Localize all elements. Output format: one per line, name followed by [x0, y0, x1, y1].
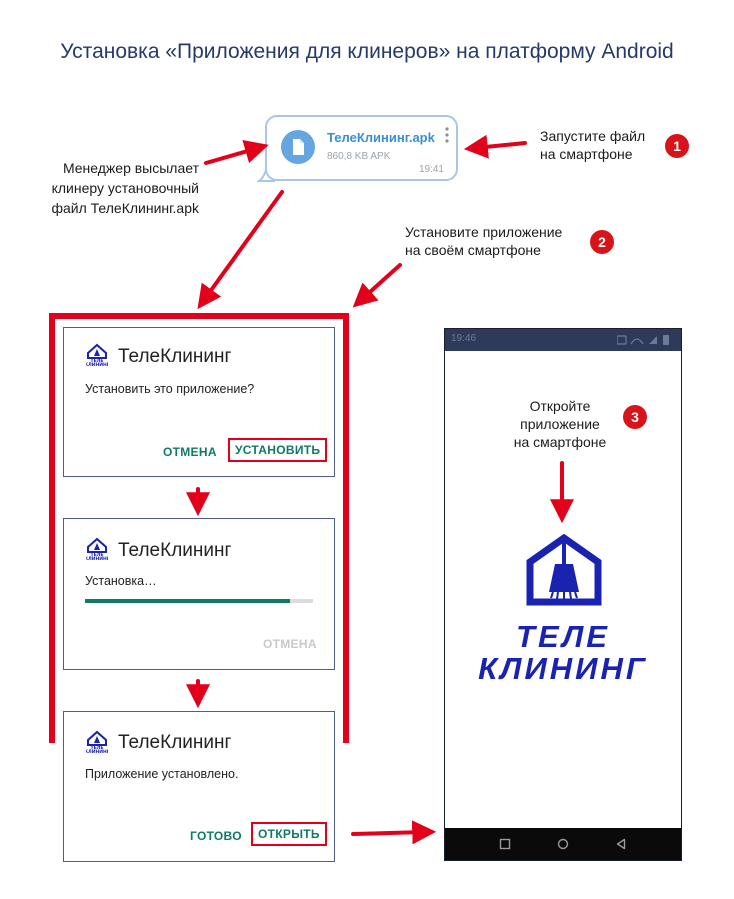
install-done-dialog: ТЕЛЕ КЛИНИНГ ТелеКлининг Приложение уста…	[63, 711, 335, 862]
cancel-button[interactable]: ОТМЕНА	[163, 445, 217, 459]
more-vert-icon[interactable]	[445, 127, 449, 143]
install-frame	[49, 313, 349, 743]
app-name: ТелеКлининг	[118, 732, 232, 753]
file-message[interactable]: ТелеКлининг.apk 860,8 KB APK 19:41	[265, 115, 458, 181]
logo-text-line1: ТЕЛЕ	[91, 358, 104, 364]
recent-apps-icon[interactable]	[499, 838, 511, 850]
file-name[interactable]: ТелеКлининг.apk	[327, 130, 435, 145]
install-button[interactable]: УСТАНОВИТЬ	[228, 438, 328, 462]
status-bar: 19:46	[445, 329, 681, 351]
page-title: Установка «Приложения для клинеров» на п…	[60, 40, 674, 63]
install-progress-bar	[85, 599, 313, 603]
arrow-done-to-phone	[351, 820, 437, 845]
manager-note: Менеджер высылает клинеру установочный ф…	[51, 160, 199, 216]
logo-line-2: КЛИНИНГ	[478, 651, 648, 686]
done-button[interactable]: ГОТОВО	[190, 829, 242, 843]
message-time: 19:41	[418, 164, 444, 175]
logo-text-line2: КЛИНИНГ	[86, 556, 108, 560]
app-logo-icon: ТЕЛЕ КЛИНИНГ	[86, 343, 108, 366]
logo-text-line2: КЛИНИНГ	[86, 362, 108, 366]
dialog-message: Установить это приложение?	[85, 382, 255, 396]
status-time: 19:46	[451, 333, 477, 344]
home-icon[interactable]	[557, 838, 569, 850]
app-name: ТелеКлининг	[118, 540, 232, 561]
step-2-badge: 2	[590, 230, 614, 254]
logo-text-line1: ТЕЛЕ	[91, 552, 104, 558]
nav-bar	[445, 828, 681, 860]
phone-screen: 19:46 Откройте приложение на смартфоне 3…	[444, 328, 682, 861]
status-icons	[617, 335, 669, 345]
file-icon	[281, 130, 315, 164]
app-name: ТелеКлининг	[118, 346, 232, 367]
back-icon[interactable]	[615, 838, 627, 850]
logo-text-line1: ТЕЛЕ	[91, 745, 104, 751]
step-1-badge: 1	[665, 134, 689, 158]
dialog-message: Приложение установлено.	[85, 767, 239, 781]
open-button[interactable]: ОТКРЫТЬ	[251, 822, 327, 846]
file-size: 860,8 KB APK	[327, 151, 391, 162]
arrow-manager-to-file	[204, 140, 269, 165]
arrow-step1-to-file	[463, 134, 527, 159]
logo-line-1: ТЕЛЕ	[516, 619, 610, 654]
install-progress-fill	[85, 599, 291, 603]
logo-text-line2: КЛИНИНГ	[86, 749, 108, 753]
step3-note: Откройте приложение на смартфоне	[513, 398, 607, 450]
app-logo-large-icon[interactable]	[525, 532, 603, 607]
arrow-file-to-install	[197, 190, 284, 310]
arrow-step2-to-install	[352, 263, 402, 308]
install-confirm-dialog: ТЕЛЕ КЛИНИНГ ТелеКлининг Установить это …	[63, 327, 335, 477]
step2-note: Установите приложение на своём смартфоне	[405, 224, 563, 258]
step1-note: Запустите файл на смартфоне	[540, 128, 646, 162]
app-logo-icon: ТЕЛЕ КЛИНИНГ	[86, 730, 108, 753]
step-3-badge: 3	[623, 405, 647, 429]
dialog-message: Установка…	[85, 574, 157, 588]
installing-dialog: ТЕЛЕ КЛИНИНГ ТелеКлининг Установка… ОТМЕ…	[63, 518, 335, 670]
cancel-button-disabled: ОТМЕНА	[263, 637, 317, 651]
app-logo-icon: ТЕЛЕ КЛИНИНГ	[86, 537, 108, 560]
